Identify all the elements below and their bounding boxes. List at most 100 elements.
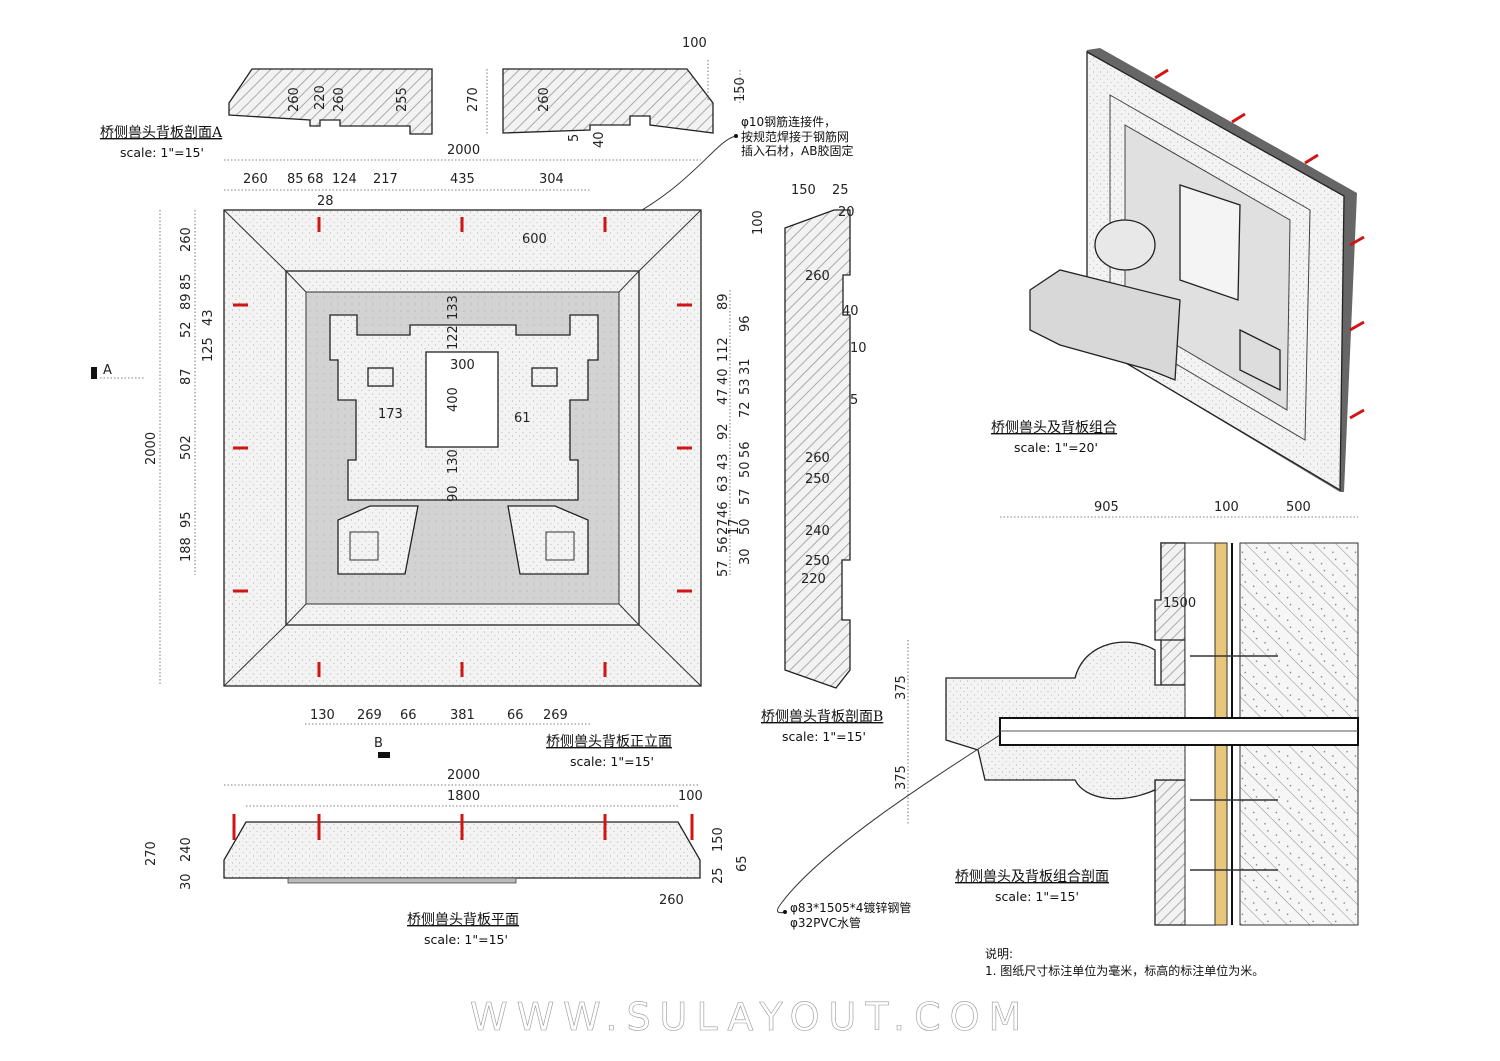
rebar-callout: φ10钢筋连接件， 按规范焊接于钢筋网 插入石材，AB胶固定: [611, 114, 853, 227]
dim: 17: [727, 518, 742, 535]
dim: 173: [378, 407, 403, 422]
notes-heading: 说明:: [985, 946, 1013, 961]
dim: 260: [805, 269, 830, 284]
section-b-scale: scale: 1"=15': [782, 729, 866, 744]
dim: 250: [805, 554, 830, 569]
dim: 112: [716, 337, 731, 362]
dim: 100: [751, 210, 766, 235]
dim: 2000: [447, 768, 480, 783]
section-marker-b: B: [374, 736, 383, 751]
dim: 100: [1214, 500, 1239, 515]
dim: 72: [738, 401, 753, 418]
section-a-drawing: 260 220 260 255 270 260 100 150 5 40 桥侧兽…: [100, 36, 748, 160]
dim: 1500: [1163, 596, 1196, 611]
dim: 56: [738, 441, 753, 458]
section-b-title: 桥侧兽头背板剖面B: [761, 709, 883, 725]
dim: 502: [179, 435, 194, 460]
dim: 31: [738, 358, 753, 375]
dim: 5: [567, 134, 582, 142]
dim: 95: [179, 511, 194, 528]
dim: 150: [733, 77, 748, 102]
dim: 124: [332, 172, 357, 187]
assembly-section-scale: scale: 1"=15': [995, 889, 1079, 904]
section-b-drawing: 150 25 20 100 260 40 10 5 260 250 240 25…: [751, 183, 883, 744]
callout-line: 按规范焊接于钢筋网: [741, 129, 849, 144]
dim: 57: [738, 488, 753, 505]
dim: 381: [450, 708, 475, 723]
dim: 53: [738, 378, 753, 395]
dim: 255: [395, 87, 410, 112]
dim: 270: [466, 87, 481, 112]
dim: 30: [179, 873, 194, 890]
dim: 2000: [144, 432, 159, 465]
dim: 57: [716, 560, 731, 577]
dim: 47: [716, 388, 731, 405]
dim: 130: [310, 708, 335, 723]
dim: 260: [537, 87, 552, 112]
dim: 66: [507, 708, 524, 723]
dim: 10: [850, 341, 867, 356]
dim: 52: [179, 321, 194, 338]
dim: 375: [894, 675, 909, 700]
right-dims: 89 96 112 40 31 53 47 72 92 56 43 50 63 …: [716, 293, 753, 577]
dim: 50: [738, 461, 753, 478]
dim: 61: [514, 411, 531, 426]
dim: 269: [543, 708, 568, 723]
dim: 56: [716, 536, 731, 553]
dim: 1800: [447, 789, 480, 804]
dim: 50: [738, 518, 753, 535]
dim: 28: [317, 194, 334, 209]
dim: 400: [446, 387, 461, 412]
dim: 27: [716, 518, 731, 535]
dim: 150: [711, 827, 726, 852]
dim: 270: [144, 841, 159, 866]
dim: 92: [716, 423, 731, 440]
elevation-scale: scale: 1"=15': [570, 754, 654, 769]
dim: 260: [332, 87, 347, 112]
dim: 240: [805, 524, 830, 539]
dim: 130: [446, 449, 461, 474]
dim: 100: [682, 36, 707, 51]
assembly-title: 桥侧兽头及背板组合: [991, 420, 1117, 436]
elevation-drawing: 2000 260 85 68 124 217 435 304 28 600 20…: [91, 143, 753, 769]
dim: 68: [307, 172, 324, 187]
dim: 46: [716, 501, 731, 518]
dim: 260: [287, 87, 302, 112]
dim: 43: [716, 453, 731, 470]
dim: 89: [716, 293, 731, 310]
dim: 188: [179, 537, 194, 562]
pipe-callout-line: φ32PVC水管: [790, 915, 861, 930]
callout-line: φ10钢筋连接件，: [741, 114, 836, 129]
dim: 63: [716, 475, 731, 492]
dim: 125: [201, 337, 216, 362]
dim: 25: [832, 183, 849, 198]
section-marker-a: A: [103, 363, 112, 378]
dim: 905: [1094, 500, 1119, 515]
elevation-title: 桥侧兽头背板正立面: [546, 734, 672, 750]
dim: 40: [592, 131, 607, 148]
dim: 96: [738, 315, 753, 332]
dim: 500: [1286, 500, 1311, 515]
rebar-marks: [1154, 68, 1365, 420]
dim: 122: [446, 325, 461, 350]
dim: 300: [450, 358, 475, 373]
dim: 304: [539, 172, 564, 187]
pipe-callout-line: φ83*1505*4镀锌钢管: [790, 900, 911, 915]
watermark: WWW.SULAYOUT.COM: [470, 995, 1030, 1039]
dim: 150: [791, 183, 816, 198]
dim: 85: [179, 273, 194, 290]
notes-item: 1. 图纸尺寸标注单位为毫米，标高的标注单位为米。: [985, 963, 1264, 978]
assembly-iso-drawing: 桥侧兽头及背板组合 scale: 1"=20': [991, 48, 1365, 492]
dim: 269: [357, 708, 382, 723]
dim: 133: [446, 295, 461, 320]
dim: 20: [838, 205, 855, 220]
plan-scale: scale: 1"=15': [424, 932, 508, 947]
dim: 100: [678, 789, 703, 804]
dim: 260: [179, 227, 194, 252]
dim: 260: [243, 172, 268, 187]
dim: 5: [850, 393, 858, 408]
dim: 220: [801, 572, 826, 587]
dim: 90: [446, 485, 461, 502]
dim: 25: [711, 867, 726, 884]
